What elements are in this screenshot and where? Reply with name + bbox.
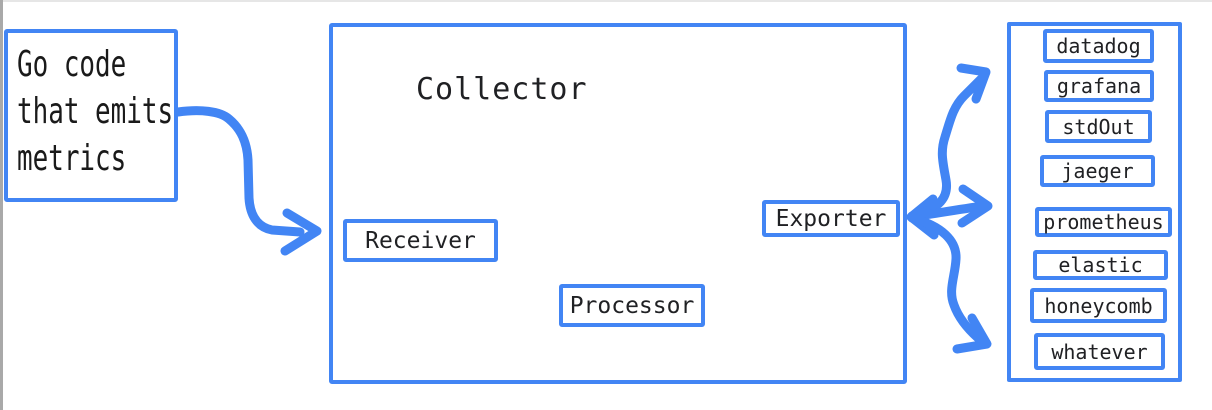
- arrowhead-fanout-middle: [957, 184, 993, 228]
- arrowhead-source-to-receiver: [280, 208, 322, 256]
- destination-label: datadog: [1056, 34, 1141, 58]
- source-box-line: that emits: [17, 91, 174, 132]
- arrowhead-fanout-left: [906, 194, 939, 240]
- destination-label: honeycomb: [1044, 293, 1153, 318]
- window-edge-top: [0, 0, 1212, 2]
- arrowhead-fanout-up: [956, 63, 991, 104]
- receiver-node: Receiver: [343, 219, 498, 262]
- destination-label: prometheus: [1043, 210, 1164, 234]
- destination-elastic: elastic: [1033, 250, 1168, 280]
- destination-datadog: datadog: [1043, 29, 1154, 63]
- destination-grafana: grafana: [1044, 70, 1154, 102]
- destination-whatever: whatever: [1034, 333, 1165, 370]
- source-box-line: Go code: [17, 44, 127, 85]
- destination-label: grafana: [1056, 74, 1142, 98]
- processor-node: Processor: [559, 284, 705, 327]
- destination-honeycomb: honeycomb: [1030, 288, 1167, 323]
- destination-label: elastic: [1058, 253, 1143, 277]
- destination-stdout: stdOut: [1045, 110, 1152, 143]
- destination-prometheus: prometheus: [1035, 207, 1172, 237]
- destination-label: stdOut: [1062, 114, 1135, 139]
- processor-label: Processor: [569, 292, 695, 319]
- destinations-panel: datadog grafana stdOut jaeger prometheus…: [1007, 22, 1182, 382]
- source-box: Go code that emits metrics: [4, 29, 178, 202]
- exporter-label: Exporter: [775, 205, 887, 232]
- arrow-fanout-middle: [907, 201, 988, 222]
- receiver-label: Receiver: [365, 227, 476, 254]
- destination-label: jaeger: [1061, 159, 1134, 183]
- destination-label: whatever: [1051, 339, 1148, 364]
- arrow-fanout-up: [907, 74, 986, 221]
- exporter-node: Exporter: [762, 200, 900, 237]
- arrowhead-fanout-down: [952, 313, 992, 354]
- collector-title: Collector: [416, 72, 588, 107]
- arrow-fanout-down: [907, 213, 983, 343]
- arrow-source-to-receiver: [173, 106, 305, 237]
- window-edge-left: [0, 0, 3, 410]
- destination-jaeger: jaeger: [1040, 155, 1155, 187]
- source-box-line: metrics: [17, 138, 127, 179]
